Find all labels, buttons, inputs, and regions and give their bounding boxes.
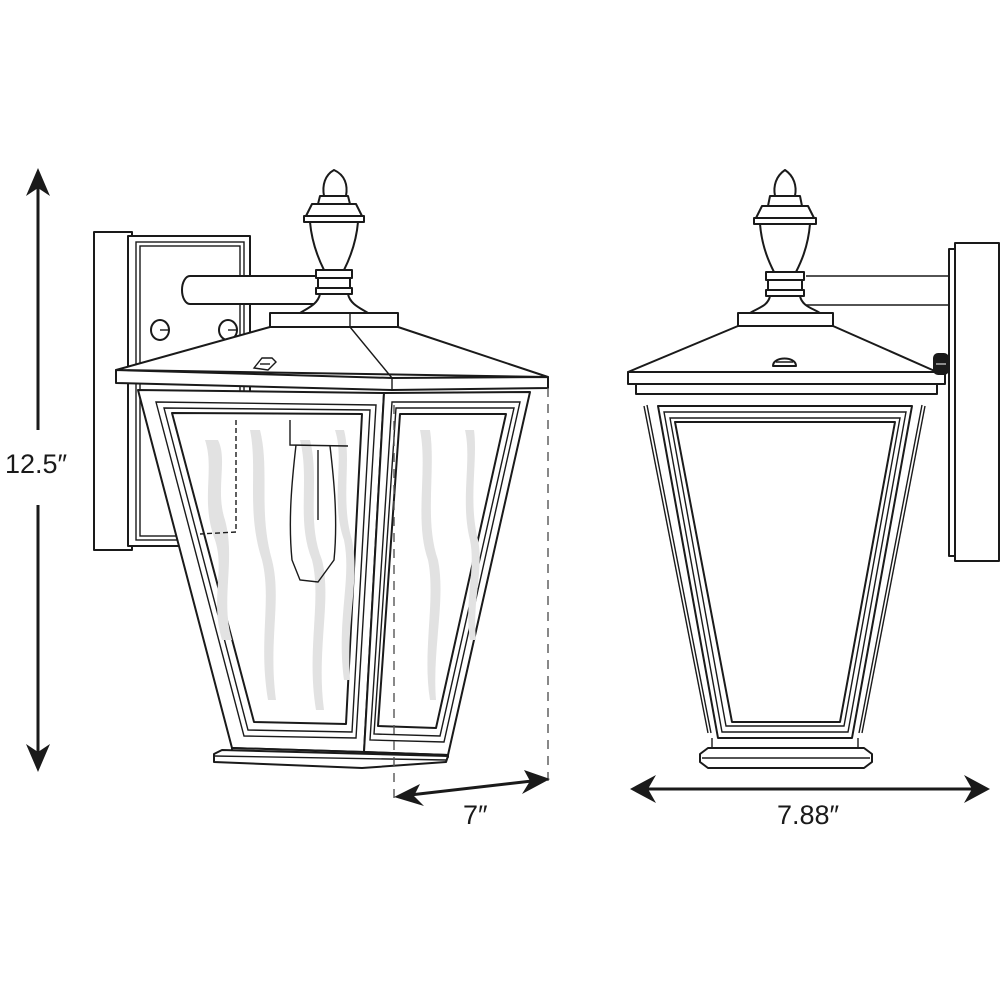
height-dimension-label: 12.5″ (5, 449, 68, 480)
mounting-arm-front (806, 275, 949, 306)
lantern-body-front-face (137, 389, 385, 753)
height-dimension-line (26, 168, 50, 772)
extension-dimension-line (394, 770, 550, 806)
width-dimension-label: 7.88″ (777, 800, 840, 831)
lantern-roof (115, 312, 549, 391)
lantern-bottom-cap-front (699, 738, 873, 769)
side-view-lantern (93, 169, 549, 800)
mounting-arm (181, 275, 331, 305)
lantern-body-front (643, 404, 926, 739)
lantern-roof-front (627, 312, 949, 395)
finial-front (749, 169, 821, 314)
extension-dimension-label: 7″ (463, 800, 488, 831)
width-dimension-line (630, 775, 990, 803)
wall-backplate-front (948, 242, 1000, 562)
lantern-bottom-cap (213, 747, 449, 769)
lantern-body-side-face (363, 391, 531, 756)
front-view-lantern (627, 169, 1000, 769)
finial (299, 169, 369, 314)
